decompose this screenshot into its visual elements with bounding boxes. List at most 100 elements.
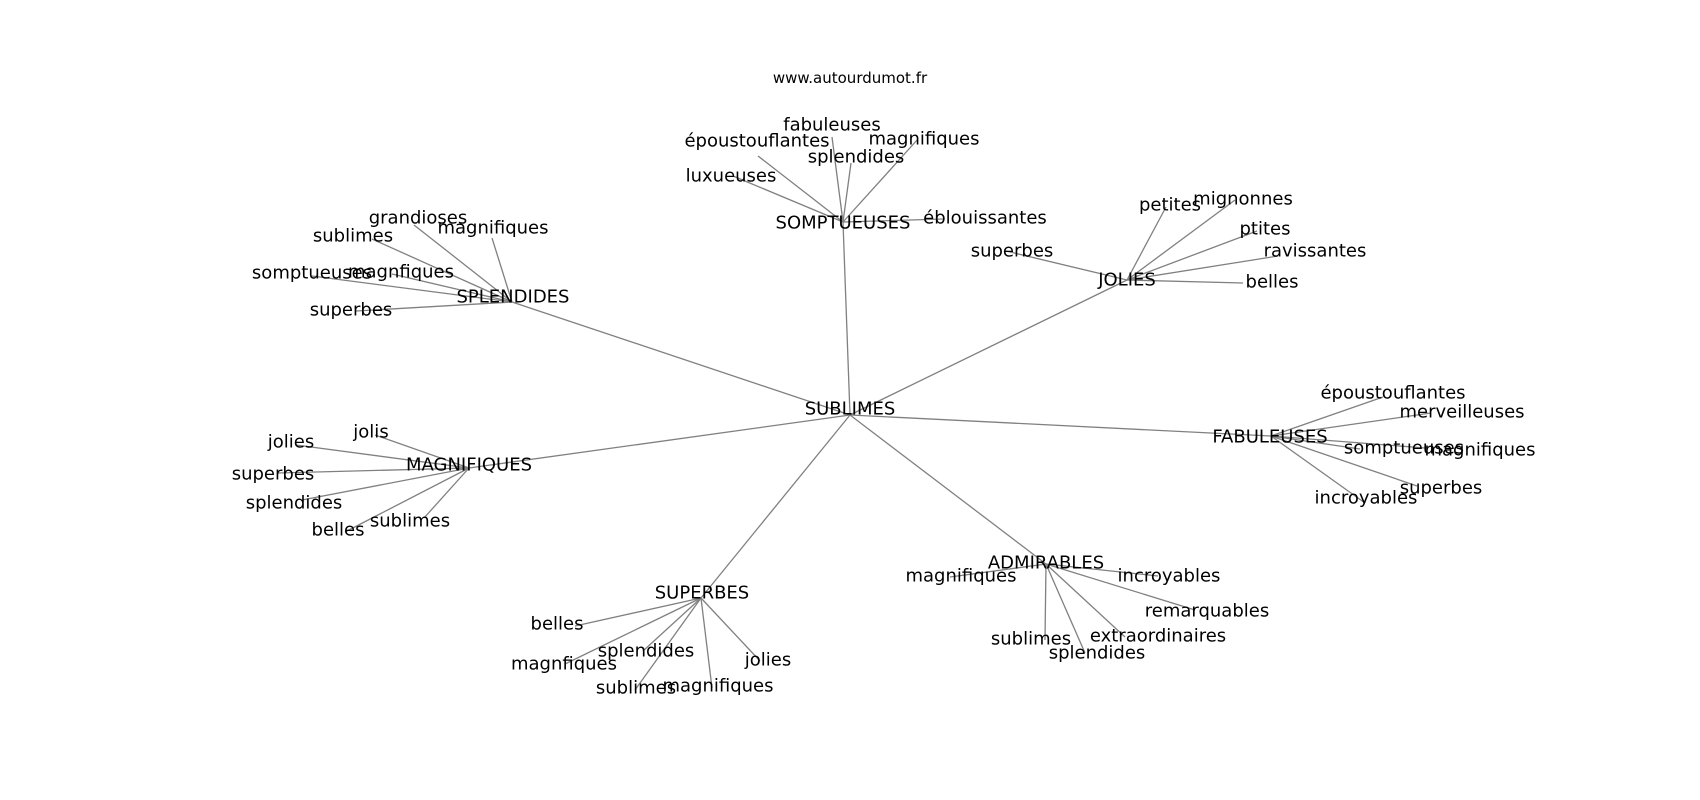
leaf-node-label: sublimes (313, 226, 393, 247)
leaf-node-label: ptites (1240, 219, 1291, 240)
leaf-edge (1126, 230, 1258, 281)
leaf-node-label: époustouflantes (684, 131, 829, 152)
center-edge (849, 279, 1128, 416)
leaf-edge (1126, 255, 1279, 281)
leaf-edge (1270, 435, 1361, 450)
hub-node-label: SUPERBES (655, 583, 749, 604)
hub-node-label: SPLENDIDES (457, 287, 570, 308)
leaf-node-label: belles (312, 520, 365, 541)
leaf-node-label: magnifiques (437, 218, 548, 239)
leaf-node-label: splendides (1049, 643, 1146, 664)
leaf-edge (1045, 563, 1126, 638)
leaf-edge (1044, 563, 1047, 641)
leaf-edge (1270, 435, 1418, 487)
leaf-edge (700, 597, 761, 662)
site-credit: www.autourdumot.fr (773, 69, 928, 87)
leaf-edge (344, 467, 470, 533)
center-edge (842, 221, 851, 416)
leaf-node-label: superbes (310, 300, 393, 321)
graph-edges (277, 136, 1432, 691)
leaf-node-label: grandioses (369, 208, 468, 229)
graph-labels: SUBLIMESSOMPTUEUSESfabuleusesépoustoufla… (232, 115, 1536, 699)
leaf-edge (831, 136, 844, 223)
leaf-edge (374, 434, 470, 469)
leaf-edge (491, 237, 513, 303)
leaf-node-label: sublimes (370, 511, 450, 532)
leaf-node-label: luxueuses (686, 166, 777, 187)
leaf-edge (391, 273, 513, 303)
hub-node-label: JOLIES (1097, 270, 1156, 291)
leaf-node-label: petites (1139, 195, 1201, 216)
leaf-node-label: magnifiques (1424, 440, 1535, 461)
leaf-edge (842, 162, 852, 223)
leaf-edge (574, 597, 702, 627)
leaf-node-label: splendides (598, 641, 695, 662)
leaf-edge (1126, 199, 1236, 281)
leaf-edge (700, 597, 713, 689)
leaf-node-label: jolies (267, 432, 314, 453)
leaf-edge (277, 467, 470, 474)
leaf-node-label: remarquables (1145, 601, 1269, 622)
leaf-edge (423, 467, 470, 519)
center-node-label: SUBLIMES (805, 399, 896, 420)
leaf-edge (371, 238, 513, 303)
leaf-node-label: extraordinaires (1090, 626, 1226, 647)
leaf-edge (1005, 250, 1128, 281)
leaf-edge (1270, 412, 1432, 437)
leaf-edge (757, 155, 844, 223)
center-edge (511, 301, 851, 416)
leaf-edge (301, 467, 470, 501)
leaf-node-label: ravissantes (1264, 241, 1367, 262)
leaf-node-label: merveilleuses (1399, 402, 1524, 423)
leaf-node-label: magnfiques (511, 654, 617, 675)
hub-node-label: FABULEUSES (1212, 427, 1327, 448)
leaf-node-label: sublimes (991, 629, 1071, 650)
center-edge (700, 414, 851, 599)
hub-node-label: SOMPTUEUSES (776, 213, 911, 234)
leaf-edge (642, 597, 702, 652)
leaf-edge (842, 218, 945, 223)
leaf-edge (1045, 563, 1196, 611)
leaf-node-label: magnifiques (905, 566, 1016, 587)
hub-node-label: ADMIRABLES (988, 553, 1104, 574)
leaf-edge (311, 275, 513, 303)
leaf-edge (1126, 279, 1244, 284)
leaf-edge (1270, 435, 1366, 504)
leaf-node-label: splendides (808, 147, 905, 168)
leaf-edge (842, 138, 919, 223)
leaf-edge (732, 175, 844, 223)
leaf-node-label: incroyables (1118, 566, 1221, 587)
leaf-edge (1126, 206, 1167, 281)
leaf-edge (1270, 396, 1384, 437)
leaf-edge (634, 597, 702, 691)
leaf-edge (949, 563, 1047, 578)
leaf-node-label: magnifiques (662, 676, 773, 697)
center-edge (849, 414, 1272, 437)
leaf-node-label: superbes (971, 241, 1054, 262)
leaf-node-label: incroyables (1315, 488, 1418, 509)
leaf-node-label: splendides (246, 493, 343, 514)
leaf-edge (564, 597, 702, 665)
leaf-node-label: belles (1246, 272, 1299, 293)
leaf-edge (1270, 435, 1426, 449)
center-edge (468, 414, 851, 469)
leaf-node-label: éblouissantes (923, 208, 1047, 229)
leaf-node-label: superbes (1400, 478, 1483, 499)
leaf-node-label: jolies (744, 650, 791, 671)
leaf-edge (413, 224, 513, 303)
leaf-edge (355, 301, 513, 312)
leaf-node-label: belles (531, 614, 584, 635)
leaf-node-label: somptueuses (1344, 438, 1464, 459)
leaf-node-label: magnfiques (348, 262, 454, 283)
leaf-edge (1045, 563, 1159, 577)
leaf-node-label: superbes (232, 464, 315, 485)
leaf-edge (1045, 563, 1086, 654)
leaf-node-label: somptueuses (252, 263, 372, 284)
leaf-node-label: jolis (352, 422, 388, 443)
leaf-node-label: mignonnes (1193, 189, 1293, 210)
leaf-node-label: fabuleuses (783, 115, 881, 136)
leaf-edge (295, 444, 470, 469)
center-edge (849, 414, 1047, 565)
leaf-node-label: époustouflantes (1320, 383, 1465, 404)
